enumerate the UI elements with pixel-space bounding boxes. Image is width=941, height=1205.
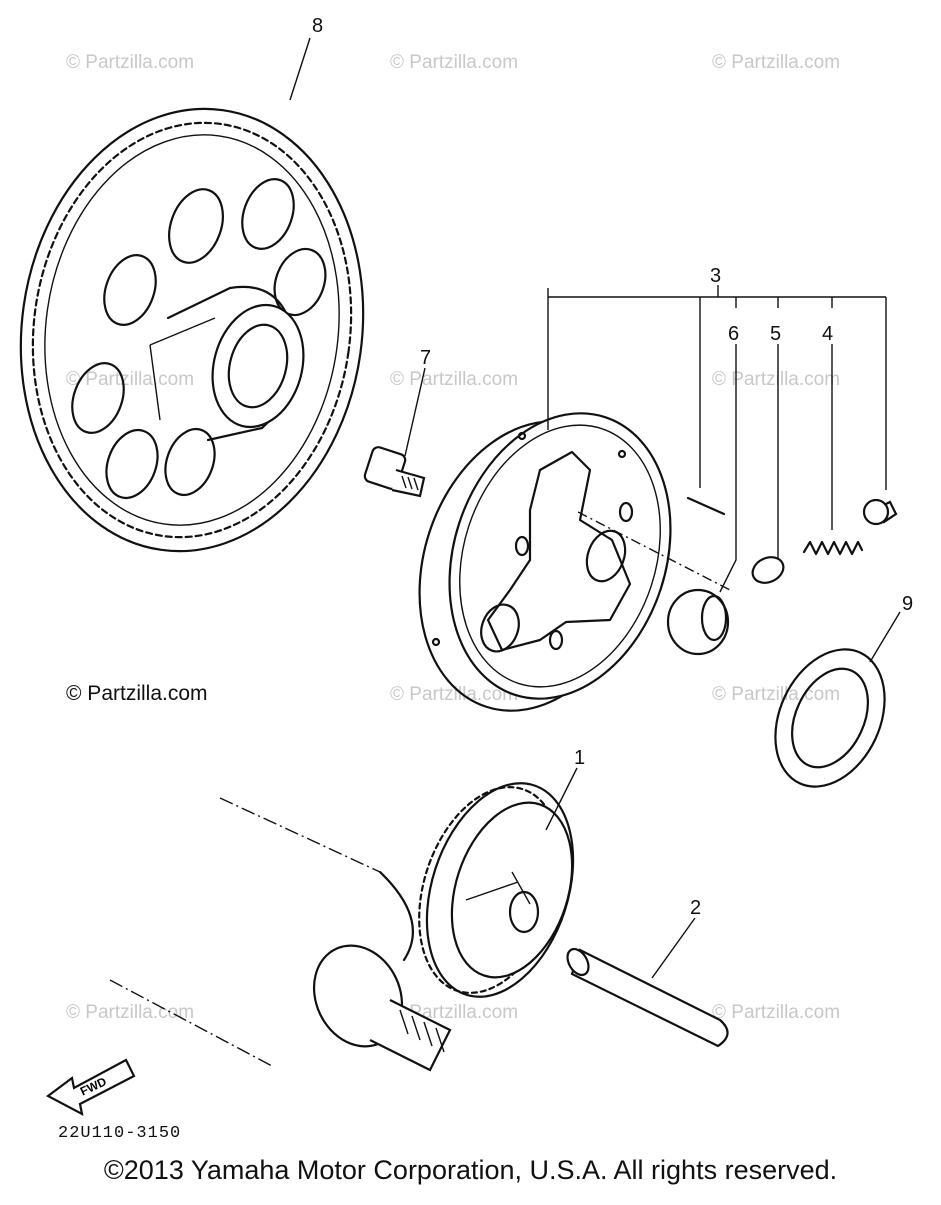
watermark: © Partzilla.com: [390, 52, 518, 73]
watermark: © Partzilla.com: [712, 1002, 840, 1023]
part-6-roller: [577, 344, 737, 656]
fwd-arrow-icon: FWD: [45, 1058, 136, 1117]
partzilla-credit: © Partzilla.com: [66, 682, 208, 705]
watermark: © Partzilla.com: [712, 52, 840, 73]
starter-motor-housing: [109, 797, 452, 1072]
callout-3: 3: [710, 265, 721, 287]
watermark: © Partzilla.com: [66, 1002, 194, 1023]
watermark: © Partzilla.com: [66, 369, 194, 390]
callout-1: 1: [574, 747, 585, 769]
watermark: © Partzilla.com: [66, 52, 194, 73]
part-3-clutch-assembly: [418, 285, 887, 712]
copyright-notice: ©2013 Yamaha Motor Corporation, U.S.A. A…: [103, 1155, 838, 1185]
part-7-bolt: [363, 367, 426, 498]
drawing-code: 22U110-3150: [58, 1124, 182, 1143]
callout-5: 5: [770, 323, 781, 345]
pin: [686, 496, 726, 516]
callout-9: 9: [902, 593, 913, 615]
watermark: © Partzilla.com: [390, 369, 518, 390]
callout-8: 8: [312, 15, 323, 37]
watermark: © Partzilla.com: [390, 684, 518, 705]
part-4-spring: [802, 344, 898, 556]
part-2-shaft: [566, 917, 729, 1048]
watermark: © Partzilla.com: [712, 369, 840, 390]
callout-7: 7: [420, 347, 431, 369]
callout-2: 2: [690, 897, 701, 919]
watermark: © Partzilla.com: [712, 684, 840, 705]
callout-6: 6: [728, 323, 739, 345]
callouts: 8 3 6 5 4 7 9 1 2: [312, 15, 913, 919]
part-1-idle-gear: [418, 767, 578, 998]
part-8-large-gear: [19, 107, 365, 553]
leader-line: [289, 37, 311, 101]
callout-4: 4: [822, 323, 833, 345]
part-9-washer: [774, 611, 901, 788]
part-5-plunger: [751, 344, 785, 584]
